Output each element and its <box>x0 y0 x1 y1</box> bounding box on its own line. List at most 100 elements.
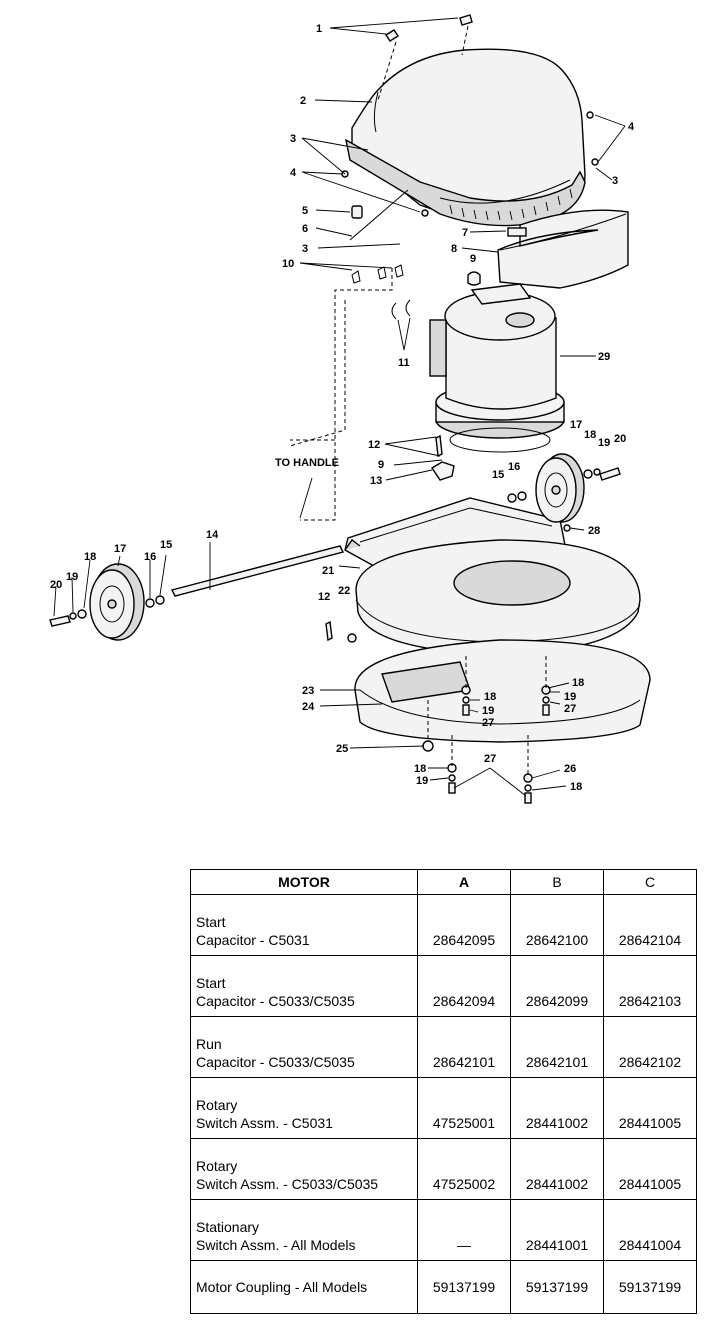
screw-1b-dash <box>461 25 469 56</box>
callout: 28 <box>588 525 600 537</box>
callout: 25 <box>336 743 348 755</box>
right-wheel-washer-18 <box>583 469 593 479</box>
callout: 27 <box>564 703 576 715</box>
bolt-12 <box>435 434 443 458</box>
callout: 7 <box>462 227 468 239</box>
lower-fasteners <box>422 656 551 804</box>
screw-4d <box>591 158 599 166</box>
screw-4b <box>421 209 429 217</box>
left-wheel-bolt-20 <box>49 615 71 627</box>
callout: 19 <box>564 691 576 703</box>
header-c: C <box>603 869 697 895</box>
row-label-line1: Run <box>196 1036 222 1052</box>
right-wheel <box>507 453 621 523</box>
side-guard <box>497 209 629 289</box>
row-label-line1: Rotary <box>196 1097 238 1113</box>
row-label-line2: Capacitor - C5033/C5035 <box>196 993 355 1009</box>
grommet-9 <box>467 271 481 286</box>
pin-28 <box>563 524 571 532</box>
cell-a: 28642094 <box>417 955 511 1017</box>
callout: 9 <box>470 253 476 265</box>
cell-a: 28642095 <box>417 894 511 956</box>
right-wheel-bolt-20 <box>599 467 621 481</box>
left-wheel-washer-15 <box>155 595 165 605</box>
exploded-parts-diagram: 1 2 3 4 3 4 5 6 7 3 8 9 10 11 29 12 9 13… <box>49 14 651 804</box>
cell-c: 59137199 <box>603 1260 697 1314</box>
callout: 19 <box>416 775 428 787</box>
screw-1a-dash <box>377 41 397 101</box>
callout: 29 <box>598 351 610 363</box>
hood-cover <box>345 48 586 227</box>
callout: 4 <box>628 121 635 133</box>
callout: 5 <box>302 205 308 217</box>
cell-c: 28441004 <box>603 1199 697 1261</box>
callout: 3 <box>290 133 296 145</box>
callout: 15 <box>492 469 504 481</box>
cell-b: 28441002 <box>510 1077 604 1139</box>
switch-13 <box>431 461 455 481</box>
leader-lines <box>53 17 626 797</box>
clip-10 <box>351 264 404 284</box>
row-label-line1: Rotary <box>196 1158 238 1174</box>
row-label-line1: Start <box>196 914 226 930</box>
cell-b: 28441001 <box>510 1199 604 1261</box>
callout: 10 <box>282 258 294 270</box>
screw-1b <box>459 14 473 26</box>
callout: 18 <box>570 781 582 793</box>
left-wheel <box>49 563 165 641</box>
deck-shroud <box>354 539 651 743</box>
callout: 1 <box>316 23 322 35</box>
cell-a: 47525002 <box>417 1138 511 1200</box>
cell-c: 28441005 <box>603 1138 697 1200</box>
axle <box>170 545 345 597</box>
callout: 8 <box>451 243 457 255</box>
callout: 2 <box>300 95 306 107</box>
cell-c: 28642104 <box>603 894 697 956</box>
cell-c: 28441005 <box>603 1077 697 1139</box>
row-label-line2: Switch Assm. - C5031 <box>196 1115 333 1131</box>
table-header-row: MOTOR A B C <box>190 869 697 895</box>
callout: 24 <box>302 701 315 713</box>
cell-a: — <box>417 1199 511 1261</box>
cell-b: 59137199 <box>510 1260 604 1314</box>
right-wheel-washer-19 <box>593 468 601 476</box>
callout: 18 <box>84 551 96 563</box>
ring-11 <box>391 299 411 320</box>
callout: 18 <box>484 691 496 703</box>
cell-b: 28642100 <box>510 894 604 956</box>
cell-b: 28642101 <box>510 1016 604 1078</box>
motor <box>429 283 565 453</box>
callout: 18 <box>572 677 584 689</box>
callout: 17 <box>114 543 126 555</box>
nut-22 <box>347 633 357 643</box>
callout: 12 <box>318 591 330 603</box>
callout: 27 <box>484 753 496 765</box>
callout: 19 <box>598 437 610 449</box>
header-a: A <box>417 869 511 895</box>
callout: 13 <box>370 475 382 487</box>
to-handle-label: TO HANDLE <box>275 457 339 469</box>
callout: 26 <box>564 763 576 775</box>
callout-labels: 1 2 3 4 3 4 5 6 7 3 8 9 10 11 29 12 9 13… <box>50 23 635 793</box>
left-wheel-washer-19 <box>69 612 77 620</box>
cell-c: 28642103 <box>603 955 697 1017</box>
callout: 27 <box>482 717 494 729</box>
row-label-line1: Motor Coupling - All Models <box>196 1279 368 1295</box>
callout: 21 <box>322 565 334 577</box>
cell-b: 28441002 <box>510 1138 604 1200</box>
screw-4c <box>586 111 594 119</box>
header-motor: MOTOR <box>190 869 418 895</box>
callout: 19 <box>66 571 78 583</box>
callout: 3 <box>612 175 618 187</box>
callout: 6 <box>302 223 308 235</box>
